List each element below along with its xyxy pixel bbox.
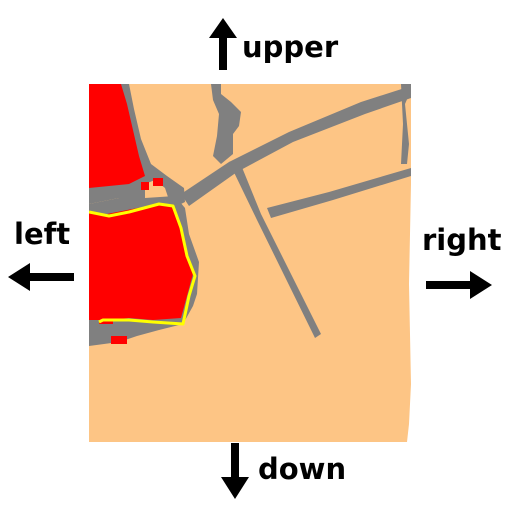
building-small-1: [141, 182, 149, 190]
road-north-spur: [211, 84, 241, 164]
building-small-2: [153, 178, 163, 186]
building-north: [89, 84, 145, 188]
map-canvas[interactable]: [89, 84, 415, 442]
road-south-diagonal: [229, 160, 321, 338]
arrow-down-icon: [221, 443, 249, 499]
arrow-up-icon: [209, 18, 237, 70]
direction-label-left: left: [14, 217, 71, 251]
road-east-branch: [267, 168, 411, 218]
building-small-4: [111, 336, 127, 344]
map-border-right: [407, 84, 415, 442]
road-east-edge: [401, 84, 411, 164]
selection-outline: [89, 202, 197, 326]
arrow-right-icon: [426, 271, 492, 299]
direction-label-down: down: [258, 452, 347, 486]
building-area: [89, 84, 193, 344]
arrow-left-icon: [8, 263, 74, 291]
map-view[interactable]: [89, 84, 415, 442]
direction-label-upper: upper: [242, 30, 339, 64]
direction-label-right: right: [422, 223, 502, 257]
building-main: [89, 204, 193, 320]
road-main-diagonal: [181, 86, 411, 206]
